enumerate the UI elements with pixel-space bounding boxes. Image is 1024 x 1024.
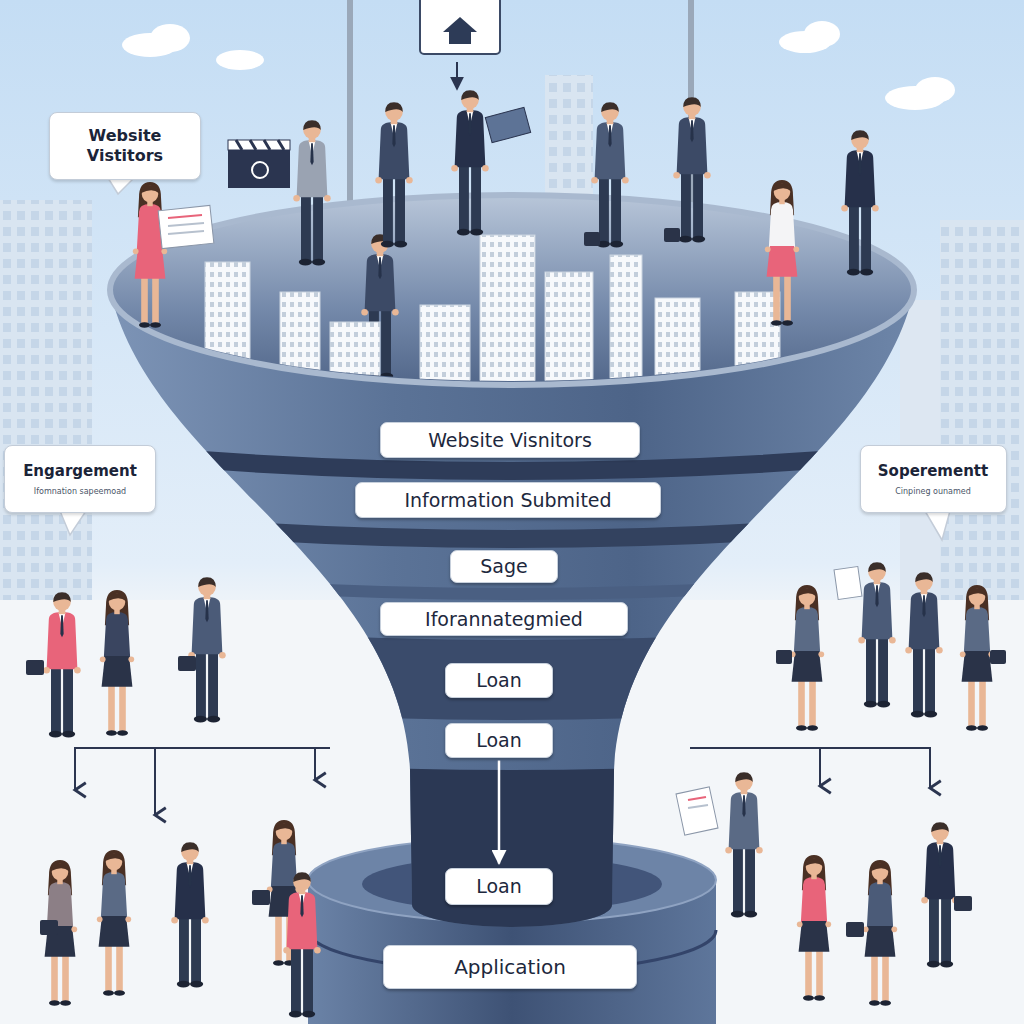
clapperboard xyxy=(228,140,290,188)
person xyxy=(960,585,994,731)
node-label: Loan xyxy=(476,669,522,692)
callout-bubble: EngargementIfomnation sapeemoad xyxy=(4,445,156,513)
node-label: Sage xyxy=(480,555,527,578)
node-label: Loan xyxy=(476,729,522,752)
node-label: Information Submited xyxy=(404,489,611,512)
callout-bubble: SoperementtCinpineg ounamed xyxy=(860,445,1007,513)
person xyxy=(188,577,225,722)
briefcase xyxy=(178,656,196,671)
person xyxy=(841,130,878,275)
node-label: Iforannategmied xyxy=(425,608,583,631)
person xyxy=(133,182,167,328)
funnel-stage: Sage xyxy=(450,550,558,583)
person xyxy=(863,860,897,1006)
node-label: Website Visnitors xyxy=(428,429,592,452)
funnel-stage: Iforannategmied xyxy=(380,602,628,636)
person xyxy=(451,90,488,235)
node-label: Application xyxy=(454,955,566,979)
briefcase xyxy=(664,228,680,242)
funnel-stage: Loan xyxy=(445,663,553,698)
callout-bubble: Website Vistitors xyxy=(49,112,201,180)
person xyxy=(905,572,942,717)
node-subtext: Ifomnation sapeemoad xyxy=(15,487,145,497)
house-icon-box xyxy=(420,0,500,88)
people-bottom xyxy=(40,772,972,1017)
person xyxy=(858,562,895,707)
person xyxy=(97,850,131,996)
document xyxy=(485,107,530,142)
node-label: Website Vistitors xyxy=(60,126,190,166)
briefcase xyxy=(776,650,792,664)
person xyxy=(673,97,710,242)
briefcase xyxy=(26,660,44,675)
flow-arrow xyxy=(498,761,501,864)
briefcase xyxy=(954,896,972,911)
node-label: Engargement xyxy=(15,462,145,481)
briefcase xyxy=(40,920,58,935)
person xyxy=(591,102,628,247)
funnel-stage: Loan xyxy=(445,723,553,758)
document xyxy=(158,205,214,248)
person xyxy=(43,592,80,737)
clouds xyxy=(122,21,955,110)
node-subtext: Cinpineg ounamed xyxy=(871,487,996,497)
person xyxy=(765,180,799,326)
person xyxy=(725,772,762,917)
funnel-stage: Application xyxy=(383,945,637,989)
briefcase xyxy=(584,232,600,246)
person xyxy=(921,822,958,967)
briefcase xyxy=(252,890,270,905)
document xyxy=(676,787,718,835)
funnel-stage: Website Visnitors xyxy=(380,422,640,458)
person xyxy=(797,855,831,1001)
person xyxy=(375,102,412,247)
briefcase xyxy=(846,922,864,937)
bracket-lines xyxy=(75,748,930,815)
funnel-stage: Information Submited xyxy=(355,482,661,518)
people-middle xyxy=(26,562,1006,737)
people-top xyxy=(133,90,879,328)
document xyxy=(834,566,862,599)
person xyxy=(171,842,208,987)
node-label: Soperementt xyxy=(871,462,996,481)
node-label: Loan xyxy=(476,875,522,898)
person xyxy=(100,590,134,736)
funnel-stage: Loan xyxy=(445,868,553,905)
person xyxy=(293,120,330,265)
briefcase xyxy=(990,650,1006,664)
person xyxy=(283,872,320,1017)
person xyxy=(790,585,824,731)
